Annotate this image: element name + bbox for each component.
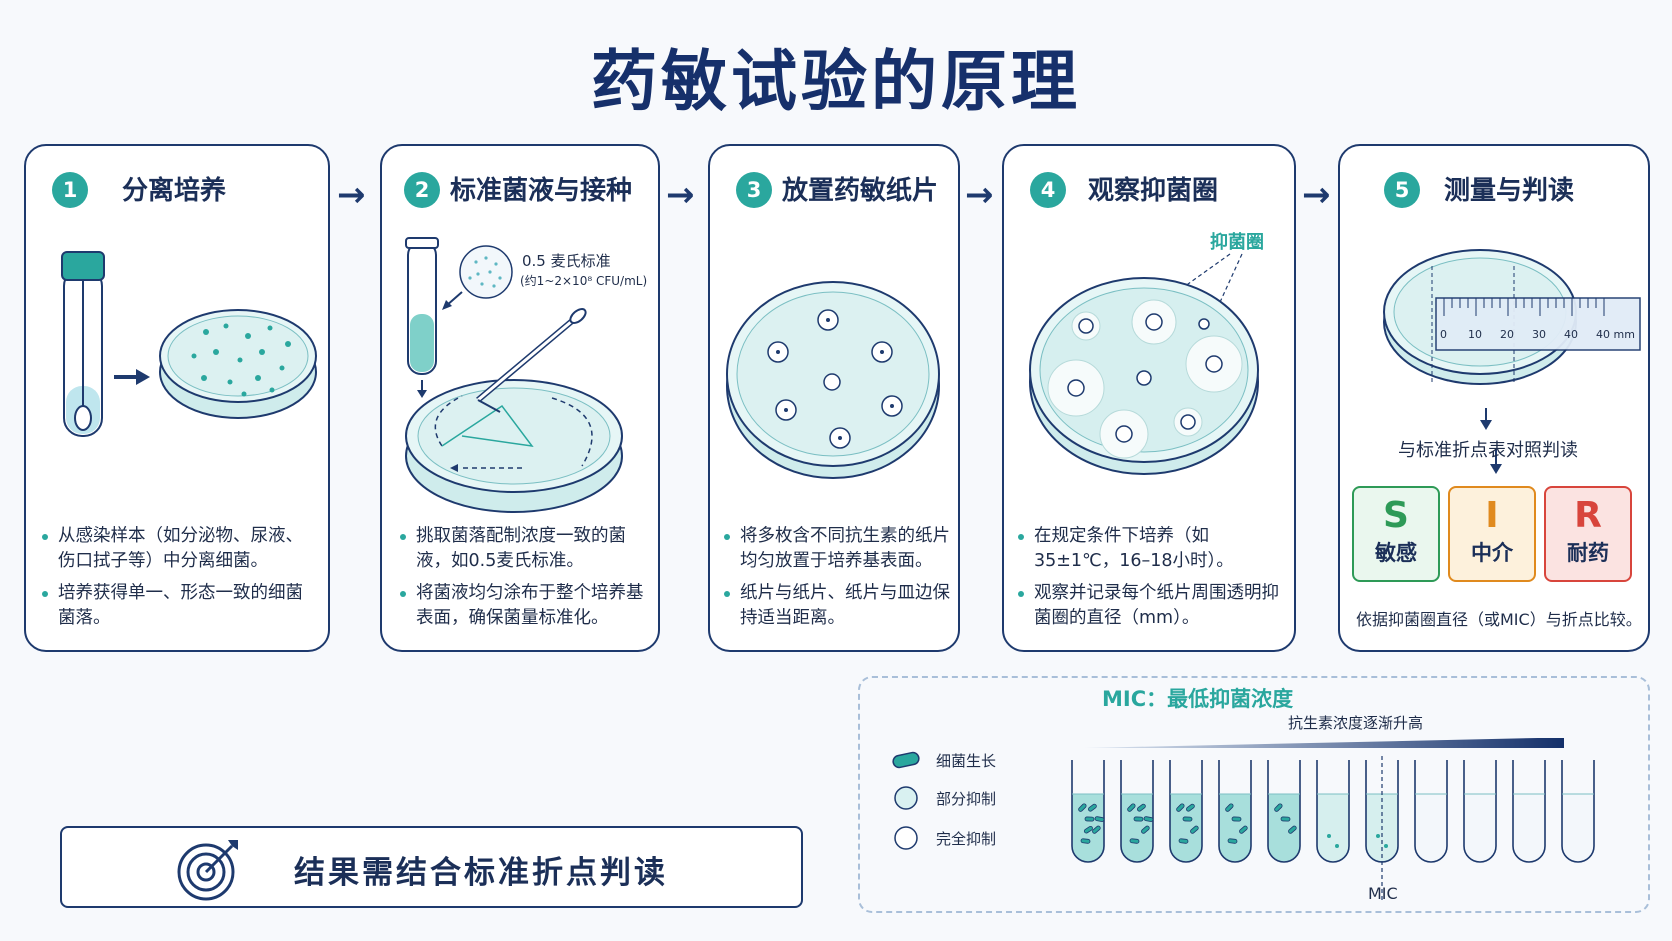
step-title: 测量与判读 — [1444, 176, 1575, 206]
step-card-3: 3 放置药敏纸片 将多枚含不同抗生素的纸片均匀放置于培养基表面。 纸片与纸片、纸… — [708, 144, 960, 652]
step-number-badge: 2 — [404, 172, 440, 208]
mic-tube — [1316, 760, 1350, 863]
flow-arrow-icon: → — [1302, 175, 1331, 215]
step-bullets: 挑取菌落配制浓度一致的菌液，如0.5麦氏标准。 将菌液均匀涂布于整个培养基表面，… — [400, 524, 652, 638]
bullet-item: 纸片与纸片、纸片与皿边保持适当距离。 — [724, 581, 954, 631]
ruler-tick-label: 40 — [1564, 328, 1578, 341]
step-bullets: 从感染样本（如分泌物、尿液、伤口拭子等）中分离细菌。 培养获得单一、形态一致的细… — [42, 524, 320, 638]
ruler-tick-label: 40 mm — [1596, 328, 1635, 341]
result-banner: 结果需结合标准折点判读 — [60, 826, 803, 908]
mic-tube — [1414, 760, 1448, 863]
bullet-item: 挑取菌落配制浓度一致的菌液，如0.5麦氏标准。 — [400, 524, 652, 574]
step-number-badge: 5 — [1384, 172, 1420, 208]
compare-text: 与标准折点表对照判读 — [1398, 440, 1578, 461]
ruler-tick-label: 20 — [1500, 328, 1514, 341]
legend-label: 部分抑制 — [936, 790, 997, 808]
inoculation-illustration — [405, 237, 623, 513]
sir-letter: I — [1485, 495, 1499, 536]
bacteria-growth-icon — [892, 751, 920, 769]
step-bullets: 在规定条件下培养（如35±1℃，16–18小时）。 观察并记录每个纸片周围透明抑… — [1018, 524, 1288, 638]
result-text: 结果需结合标准折点判读 — [294, 855, 668, 891]
flow-arrow-icon: → — [337, 175, 366, 215]
flow-arrow-icon: → — [965, 175, 994, 215]
isolation-illustration — [61, 251, 317, 437]
bullet-item: 在规定条件下培养（如35±1℃，16–18小时）。 — [1018, 524, 1288, 574]
step-card-1: 1 分离培养 从感染样本（如分泌物、尿液、伤口拭子等）中分离细菌。 培养获得单一… — [24, 144, 330, 652]
mic-tube — [1169, 760, 1203, 863]
target-icon — [177, 840, 238, 901]
step-footer-text: 依据抑菌圈直径（或MIC）与折点比较。 — [1356, 610, 1642, 629]
sir-letter: S — [1383, 495, 1409, 536]
legend-label: 完全抑制 — [936, 830, 997, 848]
mic-tube — [1561, 760, 1595, 863]
bullet-item: 从感染样本（如分泌物、尿液、伤口拭子等）中分离细菌。 — [42, 524, 320, 574]
step-bullets: 将多枚含不同抗生素的纸片均匀放置于培养基表面。 纸片与纸片、纸片与皿边保持适当距… — [724, 524, 954, 638]
step-number-badge: 1 — [52, 172, 88, 208]
sir-susceptible: S 敏感 — [1352, 486, 1440, 582]
step-title: 标准菌液与接种 — [450, 176, 633, 206]
disc-placement-illustration — [726, 281, 940, 479]
step-card-5: 5 测量与判读 0 10 20 30 40 40 mm 与标准折点表对照判读 — [1338, 144, 1650, 652]
step-title: 分离培养 — [122, 176, 227, 206]
flow-arrow-icon: → — [666, 175, 695, 215]
step-number-badge: 3 — [736, 172, 772, 208]
mic-tube — [1512, 760, 1546, 863]
mic-title: MIC：最低抑菌浓度 — [1102, 687, 1294, 711]
sir-label: 中介 — [1471, 541, 1513, 565]
step-number-badge: 4 — [1030, 172, 1066, 208]
bullet-item: 培养获得单一、形态一致的细菌菌落。 — [42, 581, 320, 631]
mic-tube-row — [1071, 756, 1595, 902]
step-title: 观察抑菌圈 — [1088, 176, 1219, 206]
bullet-item: 将菌液均匀涂布于整个培养基表面，确保菌量标准化。 — [400, 581, 652, 631]
step-card-4: 4 观察抑菌圈 抑菌圈 在规定条件下培养（如35±1℃，16–18小时）。 观察… — [1002, 144, 1296, 652]
mic-tube — [1267, 760, 1301, 863]
ruler-tick-label: 10 — [1468, 328, 1482, 341]
mic-marker-label: MIC — [1368, 884, 1398, 903]
page-title: 药敏试验的原理 — [591, 43, 1081, 120]
sir-label: 敏感 — [1375, 541, 1417, 565]
mic-tube — [1071, 760, 1105, 863]
legend-label: 细菌生长 — [936, 752, 997, 770]
sir-letter: R — [1574, 495, 1602, 536]
mic-tube — [1463, 760, 1497, 863]
inhibition-zone-label: 抑菌圈 — [1210, 232, 1264, 253]
measurement-illustration — [1383, 249, 1641, 474]
ruler-tick-label: 30 — [1532, 328, 1546, 341]
mcfarland-standard-label: 0.5 麦氏标准 — [522, 252, 611, 270]
step-title: 放置药敏纸片 — [782, 176, 939, 206]
sir-label: 耐药 — [1567, 541, 1609, 565]
sir-intermediate: I 中介 — [1448, 486, 1536, 582]
sir-resistant: R 耐药 — [1544, 486, 1632, 582]
partial-inhibition-icon — [894, 786, 918, 810]
mcfarland-standard-note: (约1~2×10⁸ CFU/mL) — [520, 274, 648, 288]
inhibition-zone-illustration — [1029, 253, 1259, 475]
concentration-gradient-bar — [1084, 738, 1564, 748]
ruler-tick-label: 0 — [1440, 328, 1447, 341]
mic-tube — [1218, 760, 1252, 863]
bullet-item: 将多枚含不同抗生素的纸片均匀放置于培养基表面。 — [724, 524, 954, 574]
gradient-label: 抗生素浓度逐渐升高 — [1288, 714, 1424, 732]
mic-tube — [1120, 760, 1154, 863]
step-card-2: 2 标准菌液与接种 0.5 麦氏标准 (约1~2×10⁸ CFU/mL) — [380, 144, 660, 652]
complete-inhibition-icon — [894, 826, 918, 850]
bullet-item: 观察并记录每个纸片周围透明抑菌圈的直径（mm）。 — [1018, 581, 1288, 631]
mic-panel: MIC：最低抑菌浓度 抗生素浓度逐渐升高 细菌生长 部分抑制 完全抑制 MIC — [858, 676, 1650, 913]
mic-tube — [1365, 760, 1399, 863]
